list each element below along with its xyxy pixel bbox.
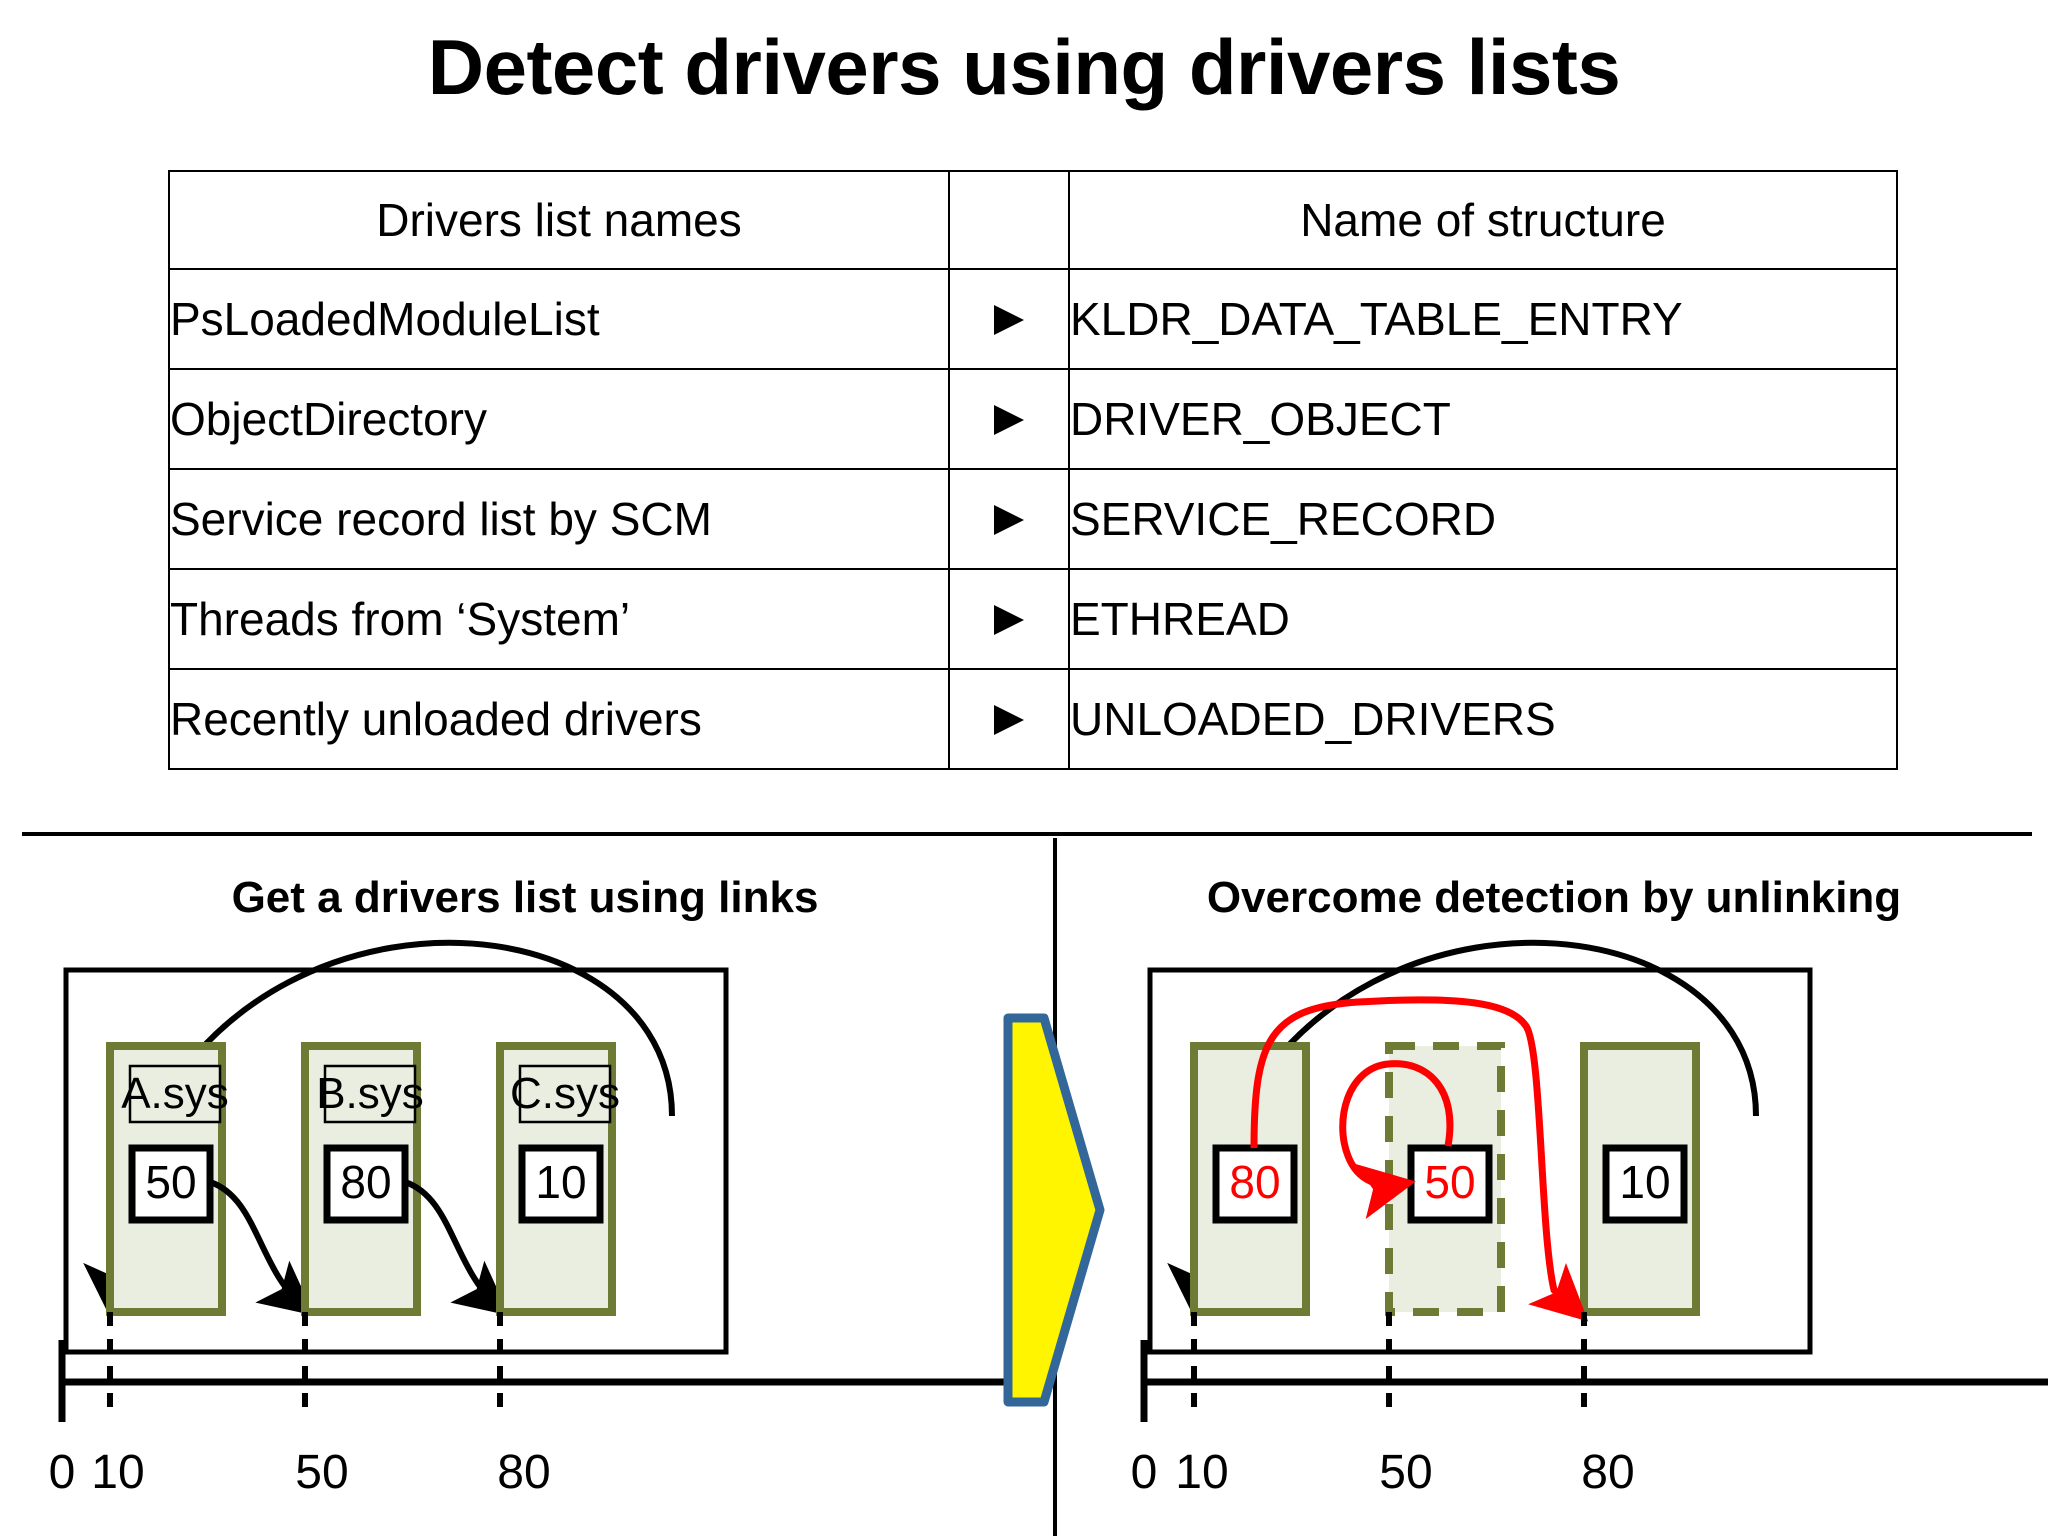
cell-structure-name: ETHREAD [1068, 568, 1898, 670]
triangle-right-bullet-icon [948, 268, 1070, 370]
driver-value-label: 80 [1229, 1156, 1280, 1208]
axis-tick-label-0: 0 [1131, 1446, 1158, 1499]
cell-list-name: Recently unloaded drivers [168, 668, 950, 770]
triangle-right-bullet-icon [948, 568, 1070, 670]
diagram-unlinked-drivers: 80 50 10 0 10 50 80 [1131, 939, 2048, 1499]
axis-tick-label-80: 80 [497, 1446, 550, 1499]
cell-structure-name: UNLOADED_DRIVERS [1068, 668, 1898, 770]
axis-tick-label-50: 50 [295, 1446, 348, 1499]
driver-block-unlinked: 50 [1385, 1042, 1505, 1316]
cell-structure-name: DRIVER_OBJECT [1068, 368, 1898, 470]
axis-tick-label-80: 80 [1581, 1446, 1634, 1499]
red-self-loop-arrow [1339, 1060, 1454, 1220]
page-title: Detect drivers using drivers lists [427, 23, 1621, 111]
driver-value-label: 10 [1619, 1156, 1670, 1208]
table-row: Threads from ‘System’ ETHREAD [168, 568, 1898, 670]
table-header-row: Drivers list names Name of structure [168, 170, 1898, 270]
cell-list-name: PsLoadedModuleList [168, 268, 950, 370]
link-arrow-a-to-b [208, 1179, 315, 1316]
chevron-right-arrow-icon [1003, 1013, 1105, 1407]
link-arrow-b-to-c [403, 1179, 510, 1316]
horizontal-divider [22, 832, 2032, 836]
table-row: Recently unloaded drivers UNLOADED_DRIVE… [168, 668, 1898, 770]
driver-name-label: B.sys [316, 1069, 424, 1118]
table-row: Service record list by SCM SERVICE_RECOR… [168, 468, 1898, 570]
panel-right-title: Overcome detection by unlinking [1206, 873, 1902, 922]
column-header-spacer [948, 170, 1070, 270]
axis-tick-label-10: 10 [1175, 1446, 1228, 1499]
driver-name-label: A.sys [121, 1069, 229, 1118]
memory-region-box [1147, 967, 1813, 1355]
diagram-linked-drivers: A.sys 50 B.sys 80 C.sys 10 0 10 50 80 [49, 939, 1050, 1499]
driver-block-a: A.sys 50 [106, 1042, 229, 1316]
cell-list-name: Threads from ‘System’ [168, 568, 950, 670]
drivers-list-table: Drivers list names Name of structure PsL… [168, 170, 1898, 770]
chevron-shape [1003, 1013, 1105, 1407]
driver-value-label: 10 [535, 1156, 586, 1208]
driver-value-label: 80 [340, 1156, 391, 1208]
triangle-right-bullet-icon [948, 468, 1070, 570]
driver-value-label: 50 [1424, 1156, 1475, 1208]
red-reroute-link-arrow [1250, 996, 1589, 1322]
driver-block-b: B.sys 80 [301, 1042, 424, 1316]
triangle-right-bullet-icon [948, 368, 1070, 470]
cell-list-name: ObjectDirectory [168, 368, 950, 470]
column-header-name-of-structure: Name of structure [1068, 170, 1898, 270]
triangle-right-bullet-icon [948, 668, 1070, 770]
axis-tick-label-50: 50 [1379, 1446, 1432, 1499]
driver-block-last: 10 [1580, 1042, 1700, 1316]
cell-structure-name: SERVICE_RECORD [1068, 468, 1898, 570]
table-row: PsLoadedModuleList KLDR_DATA_TABLE_ENTRY [168, 268, 1898, 370]
driver-value-label: 50 [145, 1156, 196, 1208]
driver-name-label: C.sys [510, 1069, 620, 1118]
driver-block-first: 80 [1190, 1042, 1310, 1316]
cell-structure-name: KLDR_DATA_TABLE_ENTRY [1068, 268, 1898, 370]
driver-block-c: C.sys 10 [496, 1042, 620, 1316]
panel-left-title: Get a drivers list using links [231, 873, 819, 922]
axis-tick-label-0: 0 [49, 1446, 76, 1499]
table-row: ObjectDirectory DRIVER_OBJECT [168, 368, 1898, 470]
column-header-drivers-list-names: Drivers list names [168, 170, 950, 270]
axis-tick-label-10: 10 [91, 1446, 144, 1499]
cell-list-name: Service record list by SCM [168, 468, 950, 570]
memory-region-box [63, 967, 729, 1355]
